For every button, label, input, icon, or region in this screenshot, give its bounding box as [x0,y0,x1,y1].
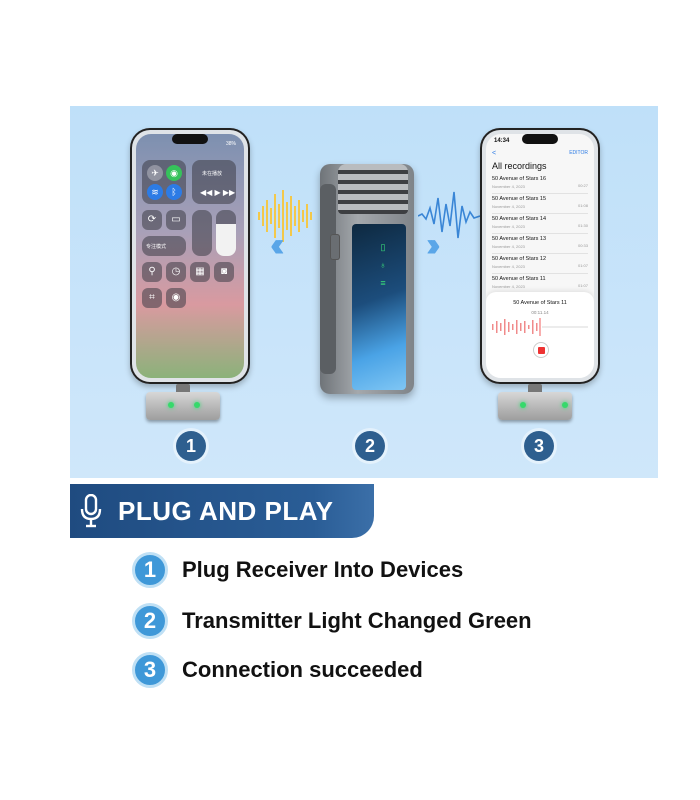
transmitter: ▯ ♁ ≡ [320,164,414,394]
recording-duration: 00:27 [577,183,588,188]
dynamic-island [172,134,208,144]
cellular-icon: ◉ [166,165,182,181]
battery-label: 38% [225,141,236,147]
mic-indicator-icon: ♁ [379,260,387,270]
power-indicator-icon: ▯ [380,242,386,252]
flashlight-icon: ⚲ [142,262,162,282]
receiver-led [168,402,174,408]
volume-slider [216,210,236,256]
wifi-icon: ≋ [147,184,163,200]
transmitter-panel [352,224,406,390]
media-controls-icon: ◀◀ ▶ ▶▶ [200,188,236,197]
focus-mode-label: 专注模式 [146,244,167,250]
receiver-left [146,384,220,420]
step-text: Transmitter Light Changed Green [182,608,532,633]
brightness-slider [192,210,212,256]
recording-date: November 4, 2023 [492,204,525,209]
sound-wave-right [418,191,480,239]
receiver-led [562,402,568,408]
recording-name: 50 Avenue of Stars 12 [492,256,547,262]
microphone-grill [338,164,408,214]
receiver-plug [176,384,190,392]
receiver-right [498,384,572,420]
chevron-left-icon: ‹‹ [270,226,284,264]
level-indicator-icon: ≡ [380,278,386,288]
dynamic-island [522,134,558,144]
recording-date: November 4, 2023 [492,224,525,229]
microphone-icon [80,494,102,528]
control-center-screen: 38% ✈ ◉ ≋ ᛒ 未在播放 ◀◀ ▶ ▶▶ ⟳ ▭ 专注模式 [136,134,244,378]
recording-item: 50 Avenue of Stars 13 November 4, 2023 0… [492,234,588,254]
recording-duration: 01:07 [577,283,588,288]
recording-duration: 01:07 [577,263,588,268]
recording-name: 50 Avenue of Stars 11 [492,276,546,282]
sound-wave-left [258,190,312,242]
step-text: Plug Receiver Into Devices [182,557,464,582]
recording-duration: 01:30 [577,223,588,228]
recordings-title: All recordings [492,161,547,171]
step-number: 1 [132,552,168,588]
qr-scan-icon: ⌗ [142,288,162,308]
recording-date: November 4, 2023 [492,264,525,269]
section-banner: PLUG AND PLAY [70,484,374,538]
step-text: Connection succeeded [182,657,423,682]
step-marker-3: 3 [524,431,554,461]
recordings-list: 50 Avenue of Stars 16 November 4, 2023 0… [492,174,588,294]
chevron-right-icon: ›› [426,226,440,264]
recording-duration: 01:08 [577,203,588,208]
timer-icon: ◷ [166,262,186,282]
screen-mirror-icon: ▭ [166,210,186,230]
recording-item: 50 Avenue of Stars 14 November 4, 2023 0… [492,214,588,234]
calculator-icon: ▦ [190,262,210,282]
recording-date: November 4, 2023 [492,184,525,189]
phone-control-center: 38% ✈ ◉ ≋ ᛒ 未在播放 ◀◀ ▶ ▶▶ ⟳ ▭ 专注模式 [130,128,250,384]
step-marker-2: 2 [355,431,385,461]
recording-date: November 4, 2023 [492,284,525,289]
recording-item: 50 Avenue of Stars 11 November 4, 2023 0… [492,274,588,294]
recording-item: 50 Avenue of Stars 16 November 4, 2023 0… [492,174,588,194]
recording-name: 50 Avenue of Stars 15 [492,196,547,202]
now-playing-label: 未在播放 [202,171,223,177]
edit-label: EDITOR [569,150,588,156]
receiver-led [520,402,526,408]
recording-item: 50 Avenue of Stars 12 November 4, 2023 0… [492,254,588,274]
now-recording-time: 00:11.14 [531,310,549,315]
rotation-lock-icon: ⟳ [142,210,162,230]
recording-name: 50 Avenue of Stars 13 [492,236,547,242]
connectivity-tile: ✈ ◉ ≋ ᛒ [142,160,186,204]
transmitter-clip [320,184,336,374]
recording-item: 50 Avenue of Stars 15 November 4, 2023 0… [492,194,588,214]
record-icon: ◉ [166,288,186,308]
step-marker-1: 1 [176,431,206,461]
banner-title: PLUG AND PLAY [118,496,334,526]
recording-waveform [492,318,588,336]
status-time: 14:34 [494,138,510,144]
product-illustration: 38% ✈ ◉ ≋ ᛒ 未在播放 ◀◀ ▶ ▶▶ ⟳ ▭ 专注模式 [70,106,658,478]
recording-duration: 00:33 [577,243,588,248]
recording-name: 50 Avenue of Stars 14 [492,216,547,222]
receiver-plug [528,384,542,392]
bluetooth-icon: ᛒ [166,184,182,200]
focus-tile: 专注模式 [142,236,186,256]
recording-sheet: 50 Avenue of Stars 11 00:11.14 [486,292,594,378]
recordings-screen: 14:34 < EDITOR All recordings 50 Avenue … [486,134,594,378]
now-playing-tile: 未在播放 ◀◀ ▶ ▶▶ [192,160,236,204]
transmitter-button [330,234,340,260]
now-recording-title: 50 Avenue of Stars 11 [513,300,567,306]
phone-recordings: 14:34 < EDITOR All recordings 50 Avenue … [480,128,600,384]
stop-record-button [533,342,549,358]
recording-date: November 4, 2023 [492,244,525,249]
receiver-led [194,402,200,408]
step-number: 2 [132,603,168,639]
recording-name: 50 Avenue of Stars 16 [492,176,547,182]
airplane-icon: ✈ [147,165,163,181]
camera-icon: ◙ [214,262,234,282]
back-chevron-icon: < [492,150,497,157]
step-number: 3 [132,652,168,688]
